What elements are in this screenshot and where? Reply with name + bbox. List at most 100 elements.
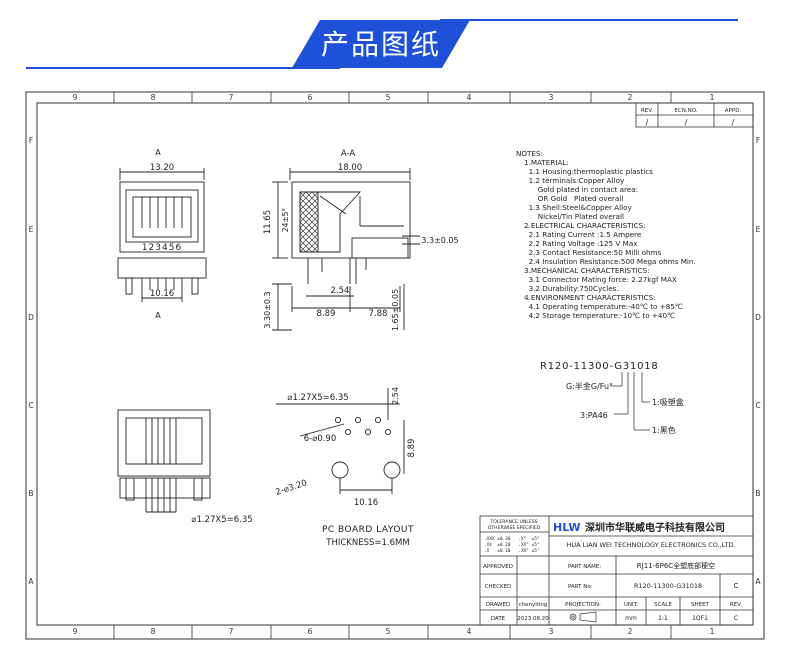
col-3-b: 3 (549, 627, 554, 636)
dim-1-65: 1.65±0.05 (391, 289, 400, 331)
pcb-layout: ⌀1.27X5=6.35 2.54 6-⌀0.90 2-⌀3.20 8.89 1… (274, 387, 417, 548)
title-block (479, 515, 754, 626)
pcb-thickness: THICKNESS=1.6MM (325, 538, 409, 548)
note-line: 3.2 Durability:750Cycles. (524, 284, 619, 293)
scale-value: 1:1 (658, 615, 668, 622)
scale-label: SCALE (654, 602, 672, 608)
pcb-2-54-dim: 2.54 (391, 387, 400, 405)
col-7-b: 7 (229, 627, 234, 636)
dim-2-54: 2.54 (331, 286, 350, 296)
appd-header: APPD. (725, 108, 742, 114)
part-name-value: RJ11-6P6C全塑底部梗空 (637, 561, 715, 570)
appd-value: / (732, 118, 735, 127)
sheet-label: SHEET (691, 602, 710, 608)
row-D-r: D (755, 313, 761, 322)
col-6: 6 (308, 93, 313, 102)
bottom-legs (125, 477, 203, 512)
note-line: 2.3 Contact Resistance:50 Milli ohms (524, 248, 662, 257)
note-line: 1.MATERIAL: (524, 158, 569, 167)
note-line: 2.1 Rating Current :1.5 Ampere (524, 230, 642, 239)
front-bottom-dim: 10.16 (150, 289, 174, 299)
tolerance-row: .X ±0.10 .XX° ±5° (484, 548, 540, 554)
pa-label: 3:PA46 (580, 411, 608, 420)
col-8: 8 (151, 93, 156, 102)
part-no-label: PART No: (568, 584, 593, 590)
tolerance-title-1: TOLERANCE UNLESS (489, 519, 537, 525)
unit-value: mm (625, 615, 637, 622)
front-view: A 13.20 123456 10.16 A (117, 148, 207, 320)
note-line: Nickel/Tin Plated overall (524, 212, 624, 221)
rev-label: REV. (730, 602, 742, 608)
dim-3-30: 3.30±0.3 (263, 291, 272, 328)
note-line: 3.MECHANICAL CHARACTERISTICS: (524, 266, 650, 275)
front-contacts (141, 197, 183, 228)
ecn-value: / (685, 118, 688, 127)
dim-8-89: 8.89 (317, 309, 336, 319)
company-name-en: HUA LIAN WEI TECHNOLOGY ELECTRONICS CO.,… (566, 541, 735, 549)
page-banner: 产品图纸 (26, 19, 738, 69)
pcb-holes-label: 6-⌀0.90 (304, 434, 337, 444)
front-label-top: A (155, 148, 161, 157)
dim-7-88: 7.88 (369, 309, 388, 319)
col-4: 4 (467, 93, 472, 102)
pcb-pitch-dim: ⌀1.27X5=6.35 (287, 393, 348, 403)
pcb-title: PC BOARD LAYOUT (322, 525, 414, 535)
note-line: 2.4 Insulation Resistance:500 Mega ohms … (524, 257, 696, 266)
row-A-r: A (755, 577, 761, 586)
col-1: 1 (710, 93, 715, 102)
color-label: 1:黑色 (652, 425, 676, 435)
note-line: OR Gold Plated overall (524, 194, 623, 203)
row-E-r: E (756, 225, 761, 234)
note-line: 3.1 Connector Mating force: 2.27kgf MAX (524, 275, 677, 284)
row-B: B (28, 489, 33, 498)
section-label: A-A (341, 149, 356, 159)
rev-value: C (734, 615, 738, 622)
section-view: A-A 18.00 11.65 24±5° 3.3±0.05 2.54 8.89… (263, 149, 459, 331)
pcb-posts-label: 2-⌀3.20 (274, 478, 308, 498)
pkg-label: 1:吸塑盒 (652, 397, 684, 407)
col-5: 5 (386, 93, 391, 102)
col-9-b: 9 (73, 627, 78, 636)
row-C-r: C (755, 401, 760, 410)
note-line: NOTES: (516, 149, 543, 158)
notes: NOTES: 1.MATERIAL: 1.1 Housing:thermopla… (516, 149, 696, 320)
projection-symbol-icon (569, 611, 597, 623)
inner-frame (36, 102, 754, 626)
front-label-bottom: A (155, 311, 161, 320)
note-line: 2.2 Rating Voltage :125 V Max (524, 239, 638, 248)
ecn-header: ECN.NO. (674, 108, 697, 114)
col-2-b: 2 (628, 627, 633, 636)
section-angle-dim: 24±5° (281, 208, 290, 233)
tolerance-title-2: OTHERWISE SPECIFIED (488, 525, 541, 531)
company-logo: HLW (553, 521, 581, 534)
banner-title: 产品图纸 (321, 28, 441, 61)
part-no-rev: C (734, 582, 739, 590)
note-line: 1.3 Shell:Steel&Copper Alloy (524, 203, 633, 212)
col-4-b: 4 (467, 627, 472, 636)
bottom-contacts (145, 418, 177, 464)
note-line: 1.1 Housing:thermoplastic plastics (524, 167, 653, 176)
date-value: 2023.08.20 (517, 616, 549, 622)
unit-label: UNIT: (624, 602, 639, 608)
checked-label: CHECKED (485, 584, 512, 590)
note-line: 4.1 Operating temperature:-40℃ to +85℃ (524, 302, 683, 311)
section-hatch (299, 191, 319, 253)
note-line: Gold plated in contact area: (524, 185, 638, 194)
col-3: 3 (549, 93, 554, 102)
dim-3-3: 3.3±0.05 (421, 236, 458, 245)
part-code-text: R120-11300-G31018 (540, 361, 659, 372)
col-6-b: 6 (308, 627, 313, 636)
col-5-b: 5 (386, 627, 391, 636)
projection-label: PROJECTION: (565, 602, 601, 608)
front-pin-numbers: 123456 (142, 243, 182, 253)
part-no-value: R120-11300-G31018 (634, 582, 702, 590)
pcb-8-89-dim: 8.89 (407, 439, 417, 458)
approved-label: APPROVED (483, 564, 513, 570)
part-name-label: PART NAME: (568, 564, 601, 570)
column-ticks (113, 92, 672, 639)
date-label: DATE (491, 616, 506, 622)
note-line: 4.ENVIRONMENT CHARACTERISTICS: (524, 293, 656, 302)
pcb-post-left (331, 461, 349, 479)
tolerance-row: .XX ±0.20 .XX° ±5° (484, 542, 540, 548)
